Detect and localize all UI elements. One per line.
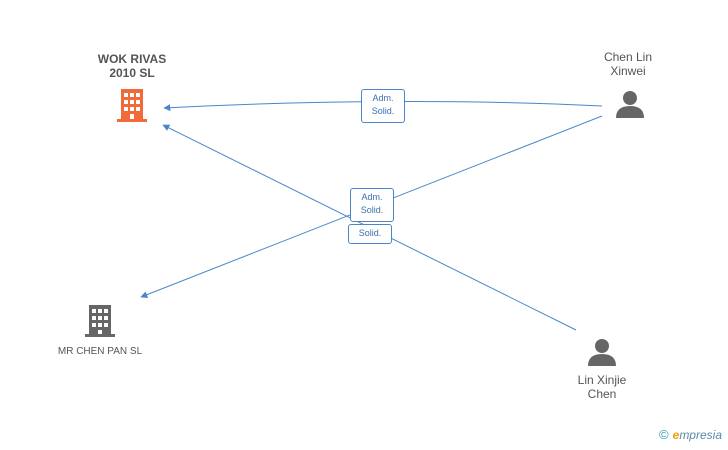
person-icon-chen-lin-xinwei	[616, 91, 644, 118]
node-label-wok-rivas[interactable]: WOK RIVAS 2010 SL	[80, 52, 184, 80]
badge1-line1: Adm.	[372, 93, 394, 103]
edge-badge-solid[interactable]: Solid.	[348, 224, 392, 244]
brand-e-letter: e	[672, 428, 680, 442]
edge-badge-adm-solid-2[interactable]: Adm. Solid.	[350, 188, 394, 222]
badge3-line1: Solid.	[358, 228, 382, 238]
lin-xinjie-line1: Lin Xinjie	[577, 373, 627, 387]
edge-badge-adm-solid-1[interactable]: Adm. Solid.	[361, 89, 405, 123]
lin-xinjie-line2: Chen	[587, 387, 617, 401]
building-icon-wok-rivas	[117, 89, 147, 122]
person-icon-lin-xinjie-chen	[588, 339, 616, 366]
badge2-line1: Adm.	[361, 192, 383, 202]
node-label-lin-xinjie-chen[interactable]: Lin Xinjie Chen	[560, 373, 644, 401]
empresia-brand[interactable]: ©empresia	[659, 427, 722, 442]
node-label-chen-lin-xinwei[interactable]: Chen Lin Xinwei	[586, 50, 670, 78]
wok-rivas-line1: WOK RIVAS	[97, 52, 167, 66]
badge1-line2: Solid.	[371, 106, 395, 116]
node-label-mr-chen-pan[interactable]: MR CHEN PAN SL	[40, 346, 160, 358]
wok-rivas-line2: 2010 SL	[109, 66, 155, 80]
chen-lin-line1: Chen Lin	[603, 50, 653, 64]
mr-chen-pan-label: MR CHEN PAN SL	[57, 346, 143, 357]
copyright-symbol: ©	[659, 427, 669, 442]
badge2-line2: Solid.	[360, 205, 384, 215]
chen-lin-line2: Xinwei	[610, 64, 646, 78]
brand-name: mpresia	[679, 428, 722, 442]
